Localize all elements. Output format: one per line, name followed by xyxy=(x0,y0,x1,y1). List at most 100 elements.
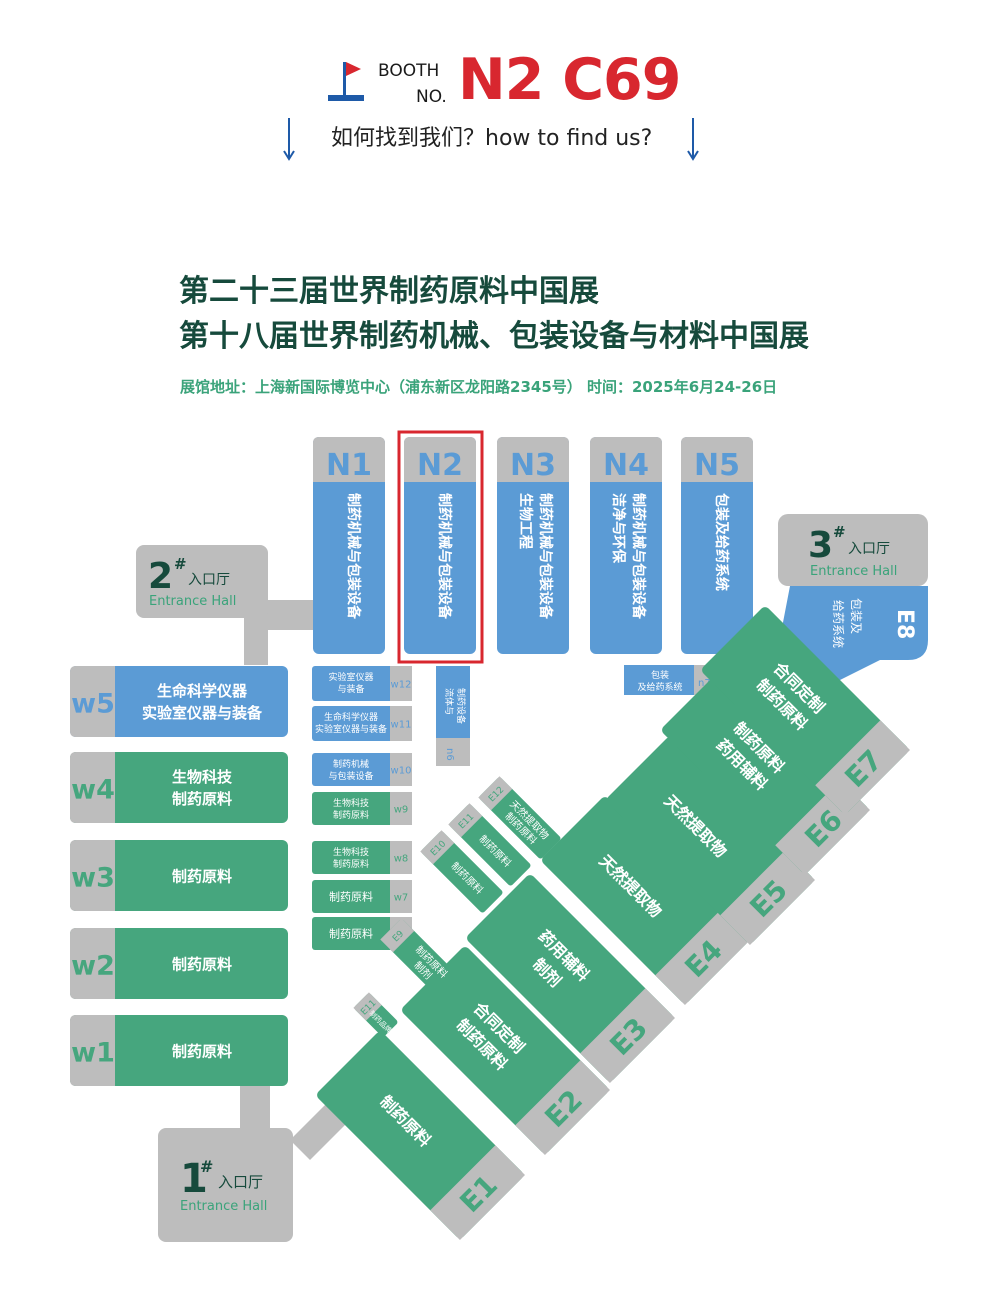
hall-code: w2 xyxy=(71,951,115,982)
hall-desc: 与装备 xyxy=(337,683,364,695)
entrance-en: Entrance Hall xyxy=(149,594,236,609)
svg-text:及给药系统: 及给药系统 xyxy=(637,681,682,693)
corridor xyxy=(262,600,318,630)
hall-desc: 与包装设备 xyxy=(328,770,373,782)
hall-desc: 制药原料 xyxy=(329,927,373,941)
hall-desc: 制药机械与包装设备 xyxy=(537,493,554,620)
hall-N1[interactable]: N1 制药机械与包装设备 xyxy=(313,437,385,654)
hall-code: w12 xyxy=(391,680,412,691)
hall-w10[interactable]: w10 制药机械与包装设备 xyxy=(312,753,412,786)
hall-desc: 制药机械与包装设备 xyxy=(630,493,647,620)
entrance-hall-2[interactable]: 2 # 入口厅 Entrance Hall xyxy=(136,545,268,618)
hall-code: w11 xyxy=(391,720,412,731)
hall-code: w10 xyxy=(391,766,412,777)
hall-code: w8 xyxy=(394,854,409,865)
hall-desc: 制药原料 xyxy=(172,956,232,974)
entrance-label: 入口厅 xyxy=(218,1173,263,1191)
hall-desc: 包装及 xyxy=(849,598,863,634)
hall-desc: 生命科学仪器 xyxy=(157,682,248,700)
svg-text:#: # xyxy=(200,1157,213,1176)
entrance-en: Entrance Hall xyxy=(810,564,897,579)
booth-number: N2 C69 xyxy=(458,47,681,113)
hall-code: w9 xyxy=(394,805,409,816)
hall-w2[interactable]: w2 制药原料 xyxy=(70,928,288,999)
arrow-down-icon xyxy=(687,118,699,161)
svg-text:流体与: 流体与 xyxy=(443,688,455,715)
entrance-label: 入口厅 xyxy=(188,572,230,588)
hall-desc: 制药机械 xyxy=(333,758,369,770)
hall-N5[interactable]: N5 包装及给药系统 xyxy=(681,437,753,654)
entrance-number: 1 xyxy=(180,1156,208,1202)
hall-w1[interactable]: w1 制药原料 xyxy=(70,1015,288,1086)
hall-w12[interactable]: w12 实验室仪器与装备 xyxy=(312,666,412,701)
entrance-number: 3 xyxy=(808,525,833,566)
hall-code: N3 xyxy=(510,448,556,483)
hall-code: w7 xyxy=(394,893,409,904)
arrow-down-icon xyxy=(283,118,295,161)
hall-desc: 制药原料 xyxy=(172,1043,232,1061)
svg-text:制药设备: 制药设备 xyxy=(455,688,467,724)
entrance-label: 入口厅 xyxy=(848,541,890,557)
hall-code: w1 xyxy=(71,1038,115,1069)
hall-code: N1 xyxy=(326,448,372,483)
exhibition-title-2: 第十八届世界制药机械、包装设备与材料中国展 xyxy=(179,319,809,354)
hall-code: N5 xyxy=(694,448,740,483)
svg-text:#: # xyxy=(833,523,846,541)
flag-icon xyxy=(328,62,364,101)
booth-label: BOOTH xyxy=(378,61,440,81)
entrance-hall-1[interactable]: 1 # 入口厅 Entrance Hall xyxy=(158,1128,293,1242)
hall-desc: 制药原料 xyxy=(329,890,373,904)
hall-desc: 实验室仪器与装备 xyxy=(142,704,263,722)
hall-code: N4 xyxy=(603,448,649,483)
hall-desc: 制药原料 xyxy=(172,790,232,808)
booth-no-label: NO. xyxy=(416,87,447,107)
hall-desc: 实验室仪器 xyxy=(328,671,373,683)
hall-code: w4 xyxy=(71,775,115,806)
svg-text:n7: n7 xyxy=(698,678,711,689)
hall-desc: 制药原料 xyxy=(333,858,369,870)
highlight-frame xyxy=(397,430,484,664)
entrance-en: Entrance Hall xyxy=(180,1199,267,1214)
hall-desc: 制药机械与包装设备 xyxy=(345,493,362,620)
entrance-hall-3[interactable]: 3 # 入口厅 Entrance Hall xyxy=(778,514,928,586)
hall-w7[interactable]: w7 制药原料 xyxy=(312,880,412,913)
hall-code: w3 xyxy=(71,863,115,894)
hall-desc: 制药机械与包装设备 xyxy=(436,493,453,620)
hall-desc: 生物科技 xyxy=(333,846,369,858)
hall-desc: 生物科技 xyxy=(172,768,233,786)
corridor xyxy=(240,1082,270,1132)
svg-text:包装: 包装 xyxy=(651,669,669,681)
hall-desc: 生命科学仪器 xyxy=(324,711,378,723)
hall-desc: 实验室仪器与装备 xyxy=(315,723,387,735)
svg-text:#: # xyxy=(174,555,187,573)
hall-desc: 生物科技 xyxy=(333,797,369,809)
hall-desc: 生物工程 xyxy=(517,493,534,549)
hall-n6[interactable]: 流体与 制药设备 n6 xyxy=(436,666,470,766)
booth-header: BOOTH NO. N2 C69 如何找到我们？how to find us? xyxy=(0,0,1000,170)
entrance-number: 2 xyxy=(148,556,173,597)
venue-info: 展馆地址：上海新国际博览中心（浦东新区龙阳路2345号） 时间：2025年6月2… xyxy=(180,378,778,396)
hall-desc: 给药系统 xyxy=(831,600,845,648)
hall-desc: 包装及给药系统 xyxy=(713,493,730,591)
hall-desc: 制药原料 xyxy=(333,809,369,821)
svg-text:n6: n6 xyxy=(444,748,455,761)
hall-desc: 洁净与环保 xyxy=(610,493,627,564)
find-us-text: 如何找到我们？how to find us? xyxy=(331,126,653,151)
